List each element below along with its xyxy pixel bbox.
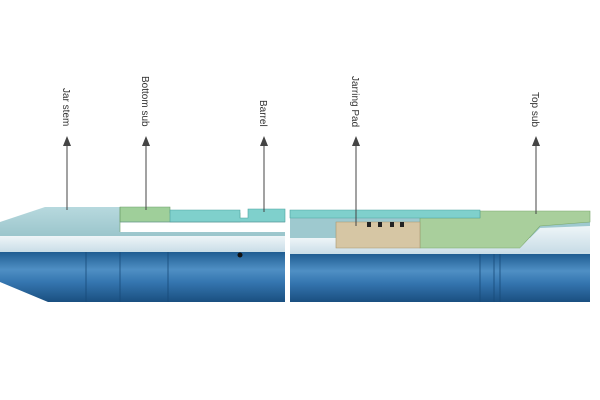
right-section [289,209,591,302]
leader-lines [63,136,540,226]
left-section [0,206,286,302]
label-jar-stem: Jar stem [60,88,71,126]
label-top-sub: Top sub [529,92,540,127]
left-bore [0,236,285,252]
seal-1 [367,222,371,227]
arrow-jar-stem [63,136,71,146]
right-mandrel [290,254,590,302]
barrel-part [169,208,286,223]
label-bottom-sub: Bottom sub [139,76,150,127]
left-dot [237,252,243,258]
part-labels: Jar stem Bottom sub Barrel Jarring Pad T… [60,76,540,127]
left-mandrel [0,252,285,302]
arrow-top-sub [532,136,540,146]
label-jarring-pad: Jarring Pad [349,76,360,127]
arrow-jarring-pad [352,136,360,146]
label-barrel: Barrel [257,100,268,127]
seal-2 [378,222,382,227]
seal-4 [400,222,404,227]
arrow-bottom-sub [142,136,150,146]
arrow-barrel [260,136,268,146]
top-sub-bore [520,226,590,252]
seal-3 [390,222,394,227]
right-barrel [289,209,481,219]
